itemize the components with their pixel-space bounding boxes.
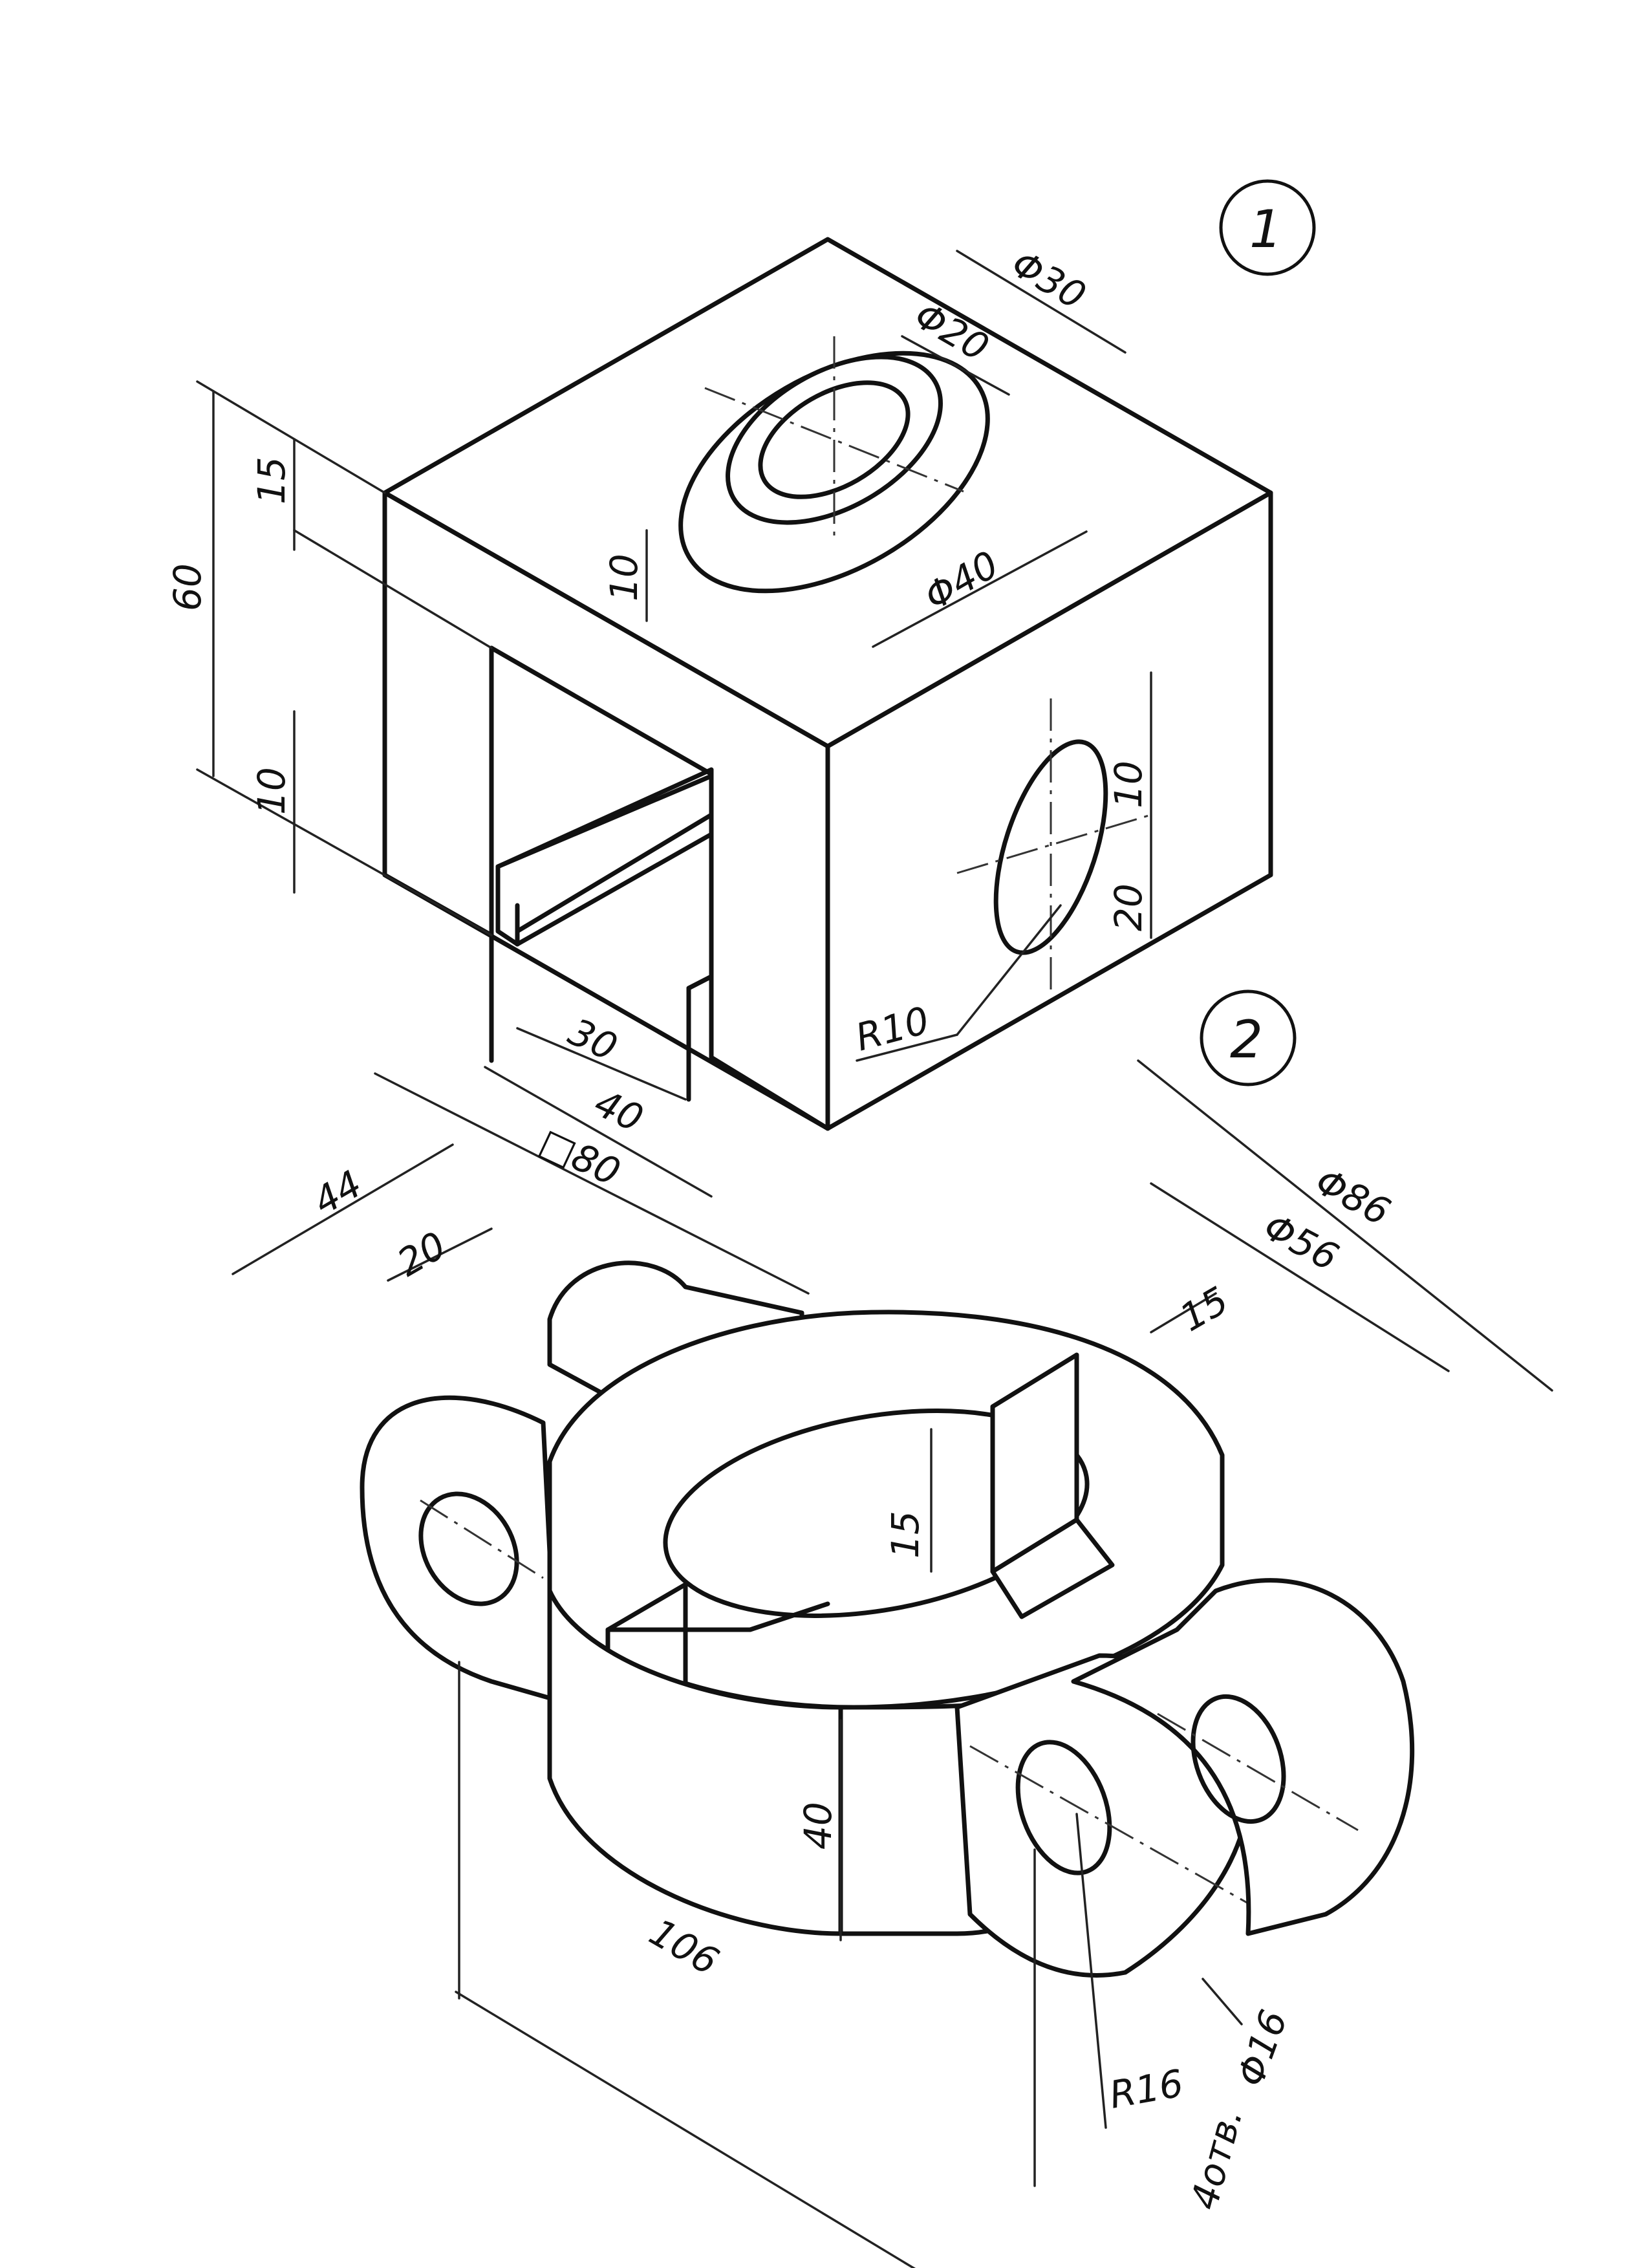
dim-top-offset: 15 bbox=[250, 457, 294, 504]
dim-height: 60 bbox=[166, 563, 210, 611]
part-2-marker bbox=[1200, 989, 1297, 1086]
ring-bore bbox=[663, 1409, 1090, 1618]
dimension-lines bbox=[196, 250, 1553, 2268]
side-hole-axis-h bbox=[956, 814, 1152, 874]
front-right-lug-hole bbox=[1015, 1740, 1112, 1875]
part-markers: 1 2 bbox=[1200, 179, 1316, 1086]
dim-radius-r16: R16 bbox=[1106, 2061, 1187, 2117]
dim-hole-dia: Φ16 bbox=[1228, 2004, 1296, 2092]
left-lug bbox=[360, 1395, 585, 1710]
dim-slot-depth: 30 bbox=[562, 1010, 624, 1070]
dim-hole-count: 4отв. bbox=[1182, 2104, 1251, 2214]
dim-slot-h1: 10 bbox=[1106, 761, 1150, 808]
rear-right-lug bbox=[1071, 1578, 1415, 1936]
side-hole-ellipse bbox=[993, 739, 1108, 955]
boss-axis-1 bbox=[704, 387, 964, 493]
key-block-face bbox=[990, 1517, 1115, 1619]
part-2-number: 2 bbox=[1230, 1010, 1263, 1070]
part-1-cube bbox=[382, 237, 1273, 1131]
dim-outer-dia: Φ86 bbox=[1308, 1159, 1397, 1234]
part-1-marker bbox=[1219, 179, 1316, 276]
front-right-lug-axis bbox=[969, 1745, 1268, 1916]
dim-length-106: 106 bbox=[642, 1910, 726, 1983]
part-1-number: 1 bbox=[1249, 199, 1282, 259]
dim-height-40: 40 bbox=[796, 1802, 840, 1850]
rear-right-lug-hole bbox=[1191, 1694, 1286, 1824]
cube-bottom-step bbox=[686, 974, 830, 1131]
cube-rib-edge bbox=[515, 832, 714, 947]
front-split-edge bbox=[605, 1601, 830, 1632]
dim-key-width: 15 bbox=[1172, 1278, 1236, 1340]
dim-boss-height: 10 bbox=[602, 554, 646, 601]
dim-rib: 10 bbox=[250, 767, 294, 815]
dim-width-44: 44 bbox=[306, 1161, 369, 1224]
dim-key-height: 15 bbox=[883, 1511, 927, 1559]
left-lug-axis bbox=[420, 1499, 544, 1579]
dim-slot-h2: 20 bbox=[1106, 883, 1150, 931]
part-2-bracket bbox=[360, 1260, 1415, 1978]
left-lug-hole bbox=[418, 1491, 519, 1606]
rear-right-lug-axis bbox=[1157, 1712, 1359, 1831]
